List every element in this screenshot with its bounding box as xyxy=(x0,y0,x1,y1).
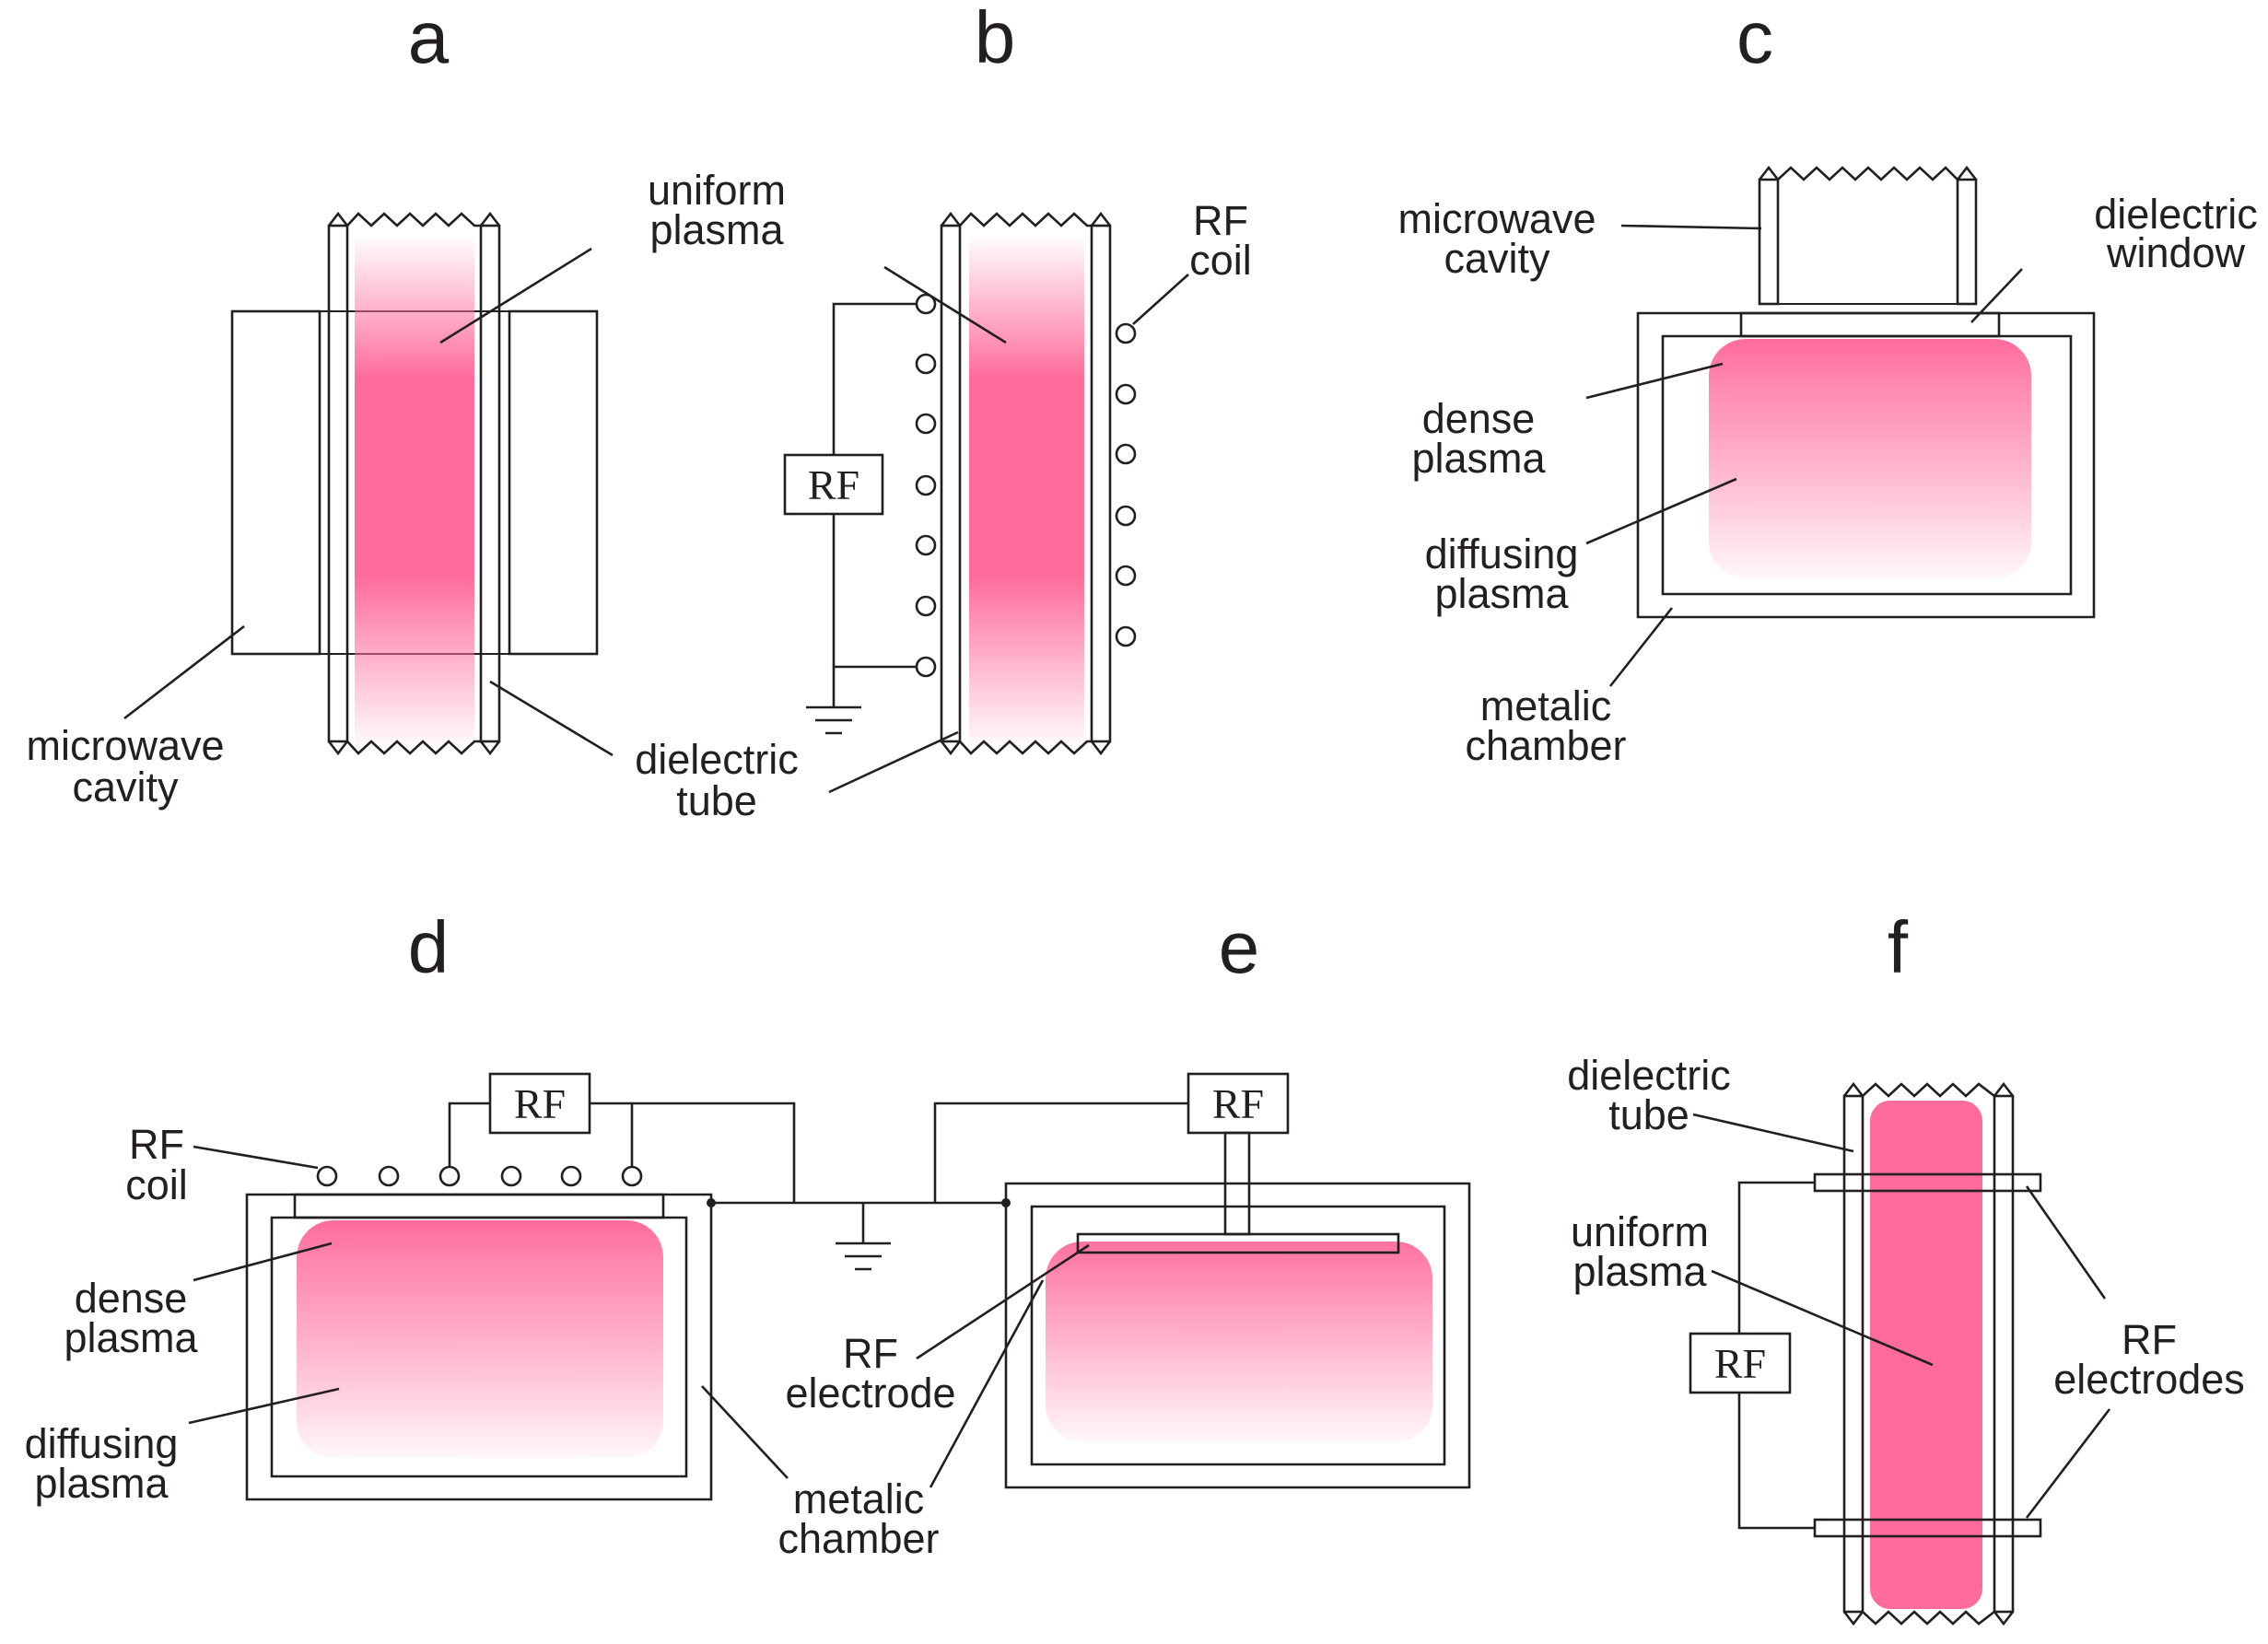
dielectric-window-d xyxy=(293,1193,665,1219)
microwave-cavity-c-right xyxy=(1956,178,1978,306)
panel-f: RF dielectric tube uniform plasma RF ele… xyxy=(1567,1052,2245,1627)
label-uniform-plasma-2: plasma xyxy=(649,206,784,253)
panel-letter-e: e xyxy=(1219,906,1260,988)
label-dielectric-window-1: dielectric xyxy=(2094,191,2258,238)
dielectric-tube-f-right xyxy=(1993,1094,2015,1614)
label-metalic-chamber-d-2: chamber xyxy=(777,1515,939,1562)
label-microwave-cavity-c-2: cavity xyxy=(1444,235,1550,282)
label-rf-coil-b-1: RF xyxy=(1193,197,1248,244)
panel-a: uniform plasma microwave cavity dielectr… xyxy=(26,167,798,824)
label-metalic-chamber-c-1: metalic xyxy=(1480,682,1612,729)
panel-b: RF RF coil xyxy=(783,197,1252,794)
label-diffusing-plasma-c-1: diffusing xyxy=(1425,531,1579,577)
rf-coil-b xyxy=(915,293,1137,678)
rf-source-e-label: RF xyxy=(1212,1080,1264,1127)
label-dense-plasma-d-1: dense xyxy=(75,1275,188,1322)
label-rf-electrode-2: electrode xyxy=(785,1370,955,1417)
label-dielectric-tube-f-2: tube xyxy=(1608,1091,1689,1138)
panel-letter-c: c xyxy=(1736,0,1773,78)
dense-plasma-d xyxy=(297,1220,663,1458)
dielectric-window-c xyxy=(1739,311,2001,338)
dielectric-tube-wall-left xyxy=(327,224,349,743)
label-rf-electrodes-1: RF xyxy=(2122,1316,2177,1363)
label-rf-coil-b-2: coil xyxy=(1189,237,1252,284)
label-rf-electrodes-2: electrodes xyxy=(2053,1356,2245,1403)
label-dense-plasma-c-1: dense xyxy=(1422,395,1536,442)
label-rf-coil-d-2: coil xyxy=(125,1161,188,1208)
rf-source-f-label: RF xyxy=(1714,1340,1766,1387)
panel-letter-f: f xyxy=(1888,906,1909,988)
rf-source-d-label: RF xyxy=(514,1080,566,1127)
panel-letter-d: d xyxy=(408,906,450,988)
dielectric-tube-b-left xyxy=(940,224,962,743)
label-rf-coil-d-1: RF xyxy=(129,1121,184,1168)
panel-c: microwave cavity dielectric window dense… xyxy=(1397,165,2258,769)
label-uniform-plasma-1: uniform xyxy=(648,167,786,214)
microwave-cavity-c-left xyxy=(1758,178,1780,306)
label-dielectric-window-2: window xyxy=(2106,229,2246,276)
label-microwave-cavity-1: microwave xyxy=(26,722,224,769)
label-rf-electrode-1: RF xyxy=(843,1330,898,1377)
label-dense-plasma-d-2: plasma xyxy=(64,1314,198,1361)
label-diffusing-plasma-d-1: diffusing xyxy=(25,1420,179,1467)
dielectric-tube-f-left xyxy=(1842,1094,1865,1614)
metalic-chamber-e xyxy=(1004,1182,1471,1489)
label-uniform-plasma-f-2: plasma xyxy=(1572,1248,1707,1295)
dielectric-tube-wall-right xyxy=(479,224,501,743)
plasma-e xyxy=(1046,1242,1432,1442)
label-dielectric-tube-1: dielectric xyxy=(635,736,799,783)
panel-d: RF RF coil dense plasma diffusing plasma… xyxy=(25,1072,1011,1562)
uniform-plasma xyxy=(355,235,474,751)
microwave-cavity-right xyxy=(508,309,599,656)
rf-source-b-label: RF xyxy=(808,461,859,508)
panel-e: RF RF electrode xyxy=(785,1072,1471,1489)
uniform-plasma-b xyxy=(969,235,1084,751)
label-diffusing-plasma-d-2: plasma xyxy=(34,1460,169,1507)
label-dielectric-tube-2: tube xyxy=(676,777,757,824)
label-metalic-chamber-d-1: metalic xyxy=(793,1475,925,1522)
dense-plasma-c xyxy=(1709,339,2031,578)
uniform-plasma-f xyxy=(1870,1101,1982,1609)
label-microwave-cavity-2: cavity xyxy=(72,764,179,810)
label-diffusing-plasma-c-2: plasma xyxy=(1434,570,1569,617)
panel-letter-a: a xyxy=(408,0,450,78)
label-metalic-chamber-c-2: chamber xyxy=(1465,722,1626,769)
dielectric-tube-b-right xyxy=(1090,224,1112,743)
label-dense-plasma-c-2: plasma xyxy=(1411,435,1546,482)
rf-coil-d xyxy=(316,1165,643,1187)
label-uniform-plasma-f-1: uniform xyxy=(1571,1208,1709,1255)
microwave-cavity-left xyxy=(230,309,321,656)
label-microwave-cavity-c-1: microwave xyxy=(1397,195,1596,242)
panel-letter-b: b xyxy=(975,0,1016,78)
label-dielectric-tube-f-1: dielectric xyxy=(1567,1052,1731,1099)
